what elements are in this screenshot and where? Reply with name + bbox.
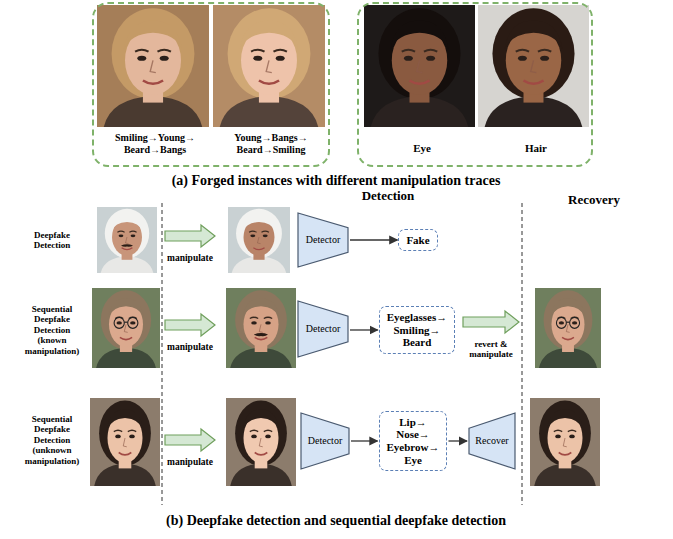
face-photo (535, 288, 601, 368)
panel-caption: Hair (486, 142, 586, 155)
block-label: Recover (475, 435, 508, 447)
face-photo (90, 398, 160, 486)
block-text-holder: Detector (306, 323, 340, 335)
detector-block: Detector (297, 300, 349, 358)
arrow-label: manipulate (155, 342, 225, 353)
block-label: Detector (306, 323, 340, 335)
output-text: Lip→ Nose→ Eyebrow→ Eye (387, 416, 440, 467)
block-shape (469, 413, 515, 469)
manipulate-arrow (165, 225, 215, 247)
eyeglasses-mark (114, 317, 138, 328)
connector-arrow (350, 239, 397, 240)
face-photo (226, 288, 296, 368)
row-label: Deepfake Detection (34, 230, 70, 251)
block-shape (301, 413, 349, 469)
output-text: Eyeglasses→ Smiling→ Beard (387, 311, 448, 349)
connector-arrow (448, 440, 467, 441)
output-box: Eyeglasses→ Smiling→ Beard (379, 306, 456, 354)
block-shape (298, 213, 348, 267)
block-text-holder: Detector (308, 435, 342, 447)
example-panel: Smiling→Young→ Beard→BangsYoung→Bangs→ B… (92, 2, 330, 167)
revert-arrow (463, 311, 519, 333)
face-photo (226, 398, 296, 486)
output-box: Fake (398, 229, 437, 252)
panel-caption: Young→Bangs→ Beard→Smiling (212, 132, 330, 155)
face-photo (97, 5, 209, 127)
separator-line (162, 203, 163, 505)
detector-block: Detector (297, 212, 349, 268)
panel-caption: Smiling→Young→ Beard→Bangs (96, 132, 214, 155)
arrow-label: revert & manipulate (462, 339, 520, 360)
face-photo (478, 5, 589, 127)
manipulate-arrow (165, 314, 215, 336)
beard-mark (121, 244, 133, 247)
output-box: Lip→ Nose→ Eyebrow→ Eye (379, 411, 448, 472)
block-text-holder: Recover (475, 435, 508, 447)
arrow-label: manipulate (155, 253, 225, 264)
example-panel: Eye Hair (357, 2, 593, 167)
face-photo (92, 288, 160, 368)
block-label: Detector (306, 234, 340, 246)
face-photo (364, 5, 475, 127)
face-photo (213, 5, 325, 127)
block-text-holder: Detector (306, 234, 340, 246)
face-photo (97, 207, 157, 273)
panel-caption: Eye (372, 142, 472, 155)
eyeglasses-mark (556, 317, 579, 328)
arrow-label: manipulate (155, 457, 225, 468)
face-photo (228, 207, 290, 273)
block-label: Detector (308, 435, 342, 447)
connector-arrow (350, 329, 378, 330)
block-shape (298, 301, 348, 357)
detector-block: Detector (300, 412, 350, 470)
beard-mark (254, 333, 268, 336)
column-header: Detection (328, 189, 448, 204)
recover-block: Recover (468, 412, 516, 470)
manipulate-arrow (165, 429, 215, 451)
row-label: Sequential Deepfake Detection (unknown m… (25, 414, 80, 466)
figure-caption: (a) Forged instances with different mani… (16, 173, 656, 189)
separator-line (522, 203, 523, 505)
connector-arrow (351, 440, 378, 441)
face-photo (530, 398, 600, 486)
figure-caption: (b) Deepfake detection and sequential de… (16, 513, 656, 529)
output-text: Fake (406, 234, 429, 247)
column-header: Recovery (544, 193, 644, 208)
row-label: Sequential Deepfake Detection (known man… (25, 304, 80, 356)
